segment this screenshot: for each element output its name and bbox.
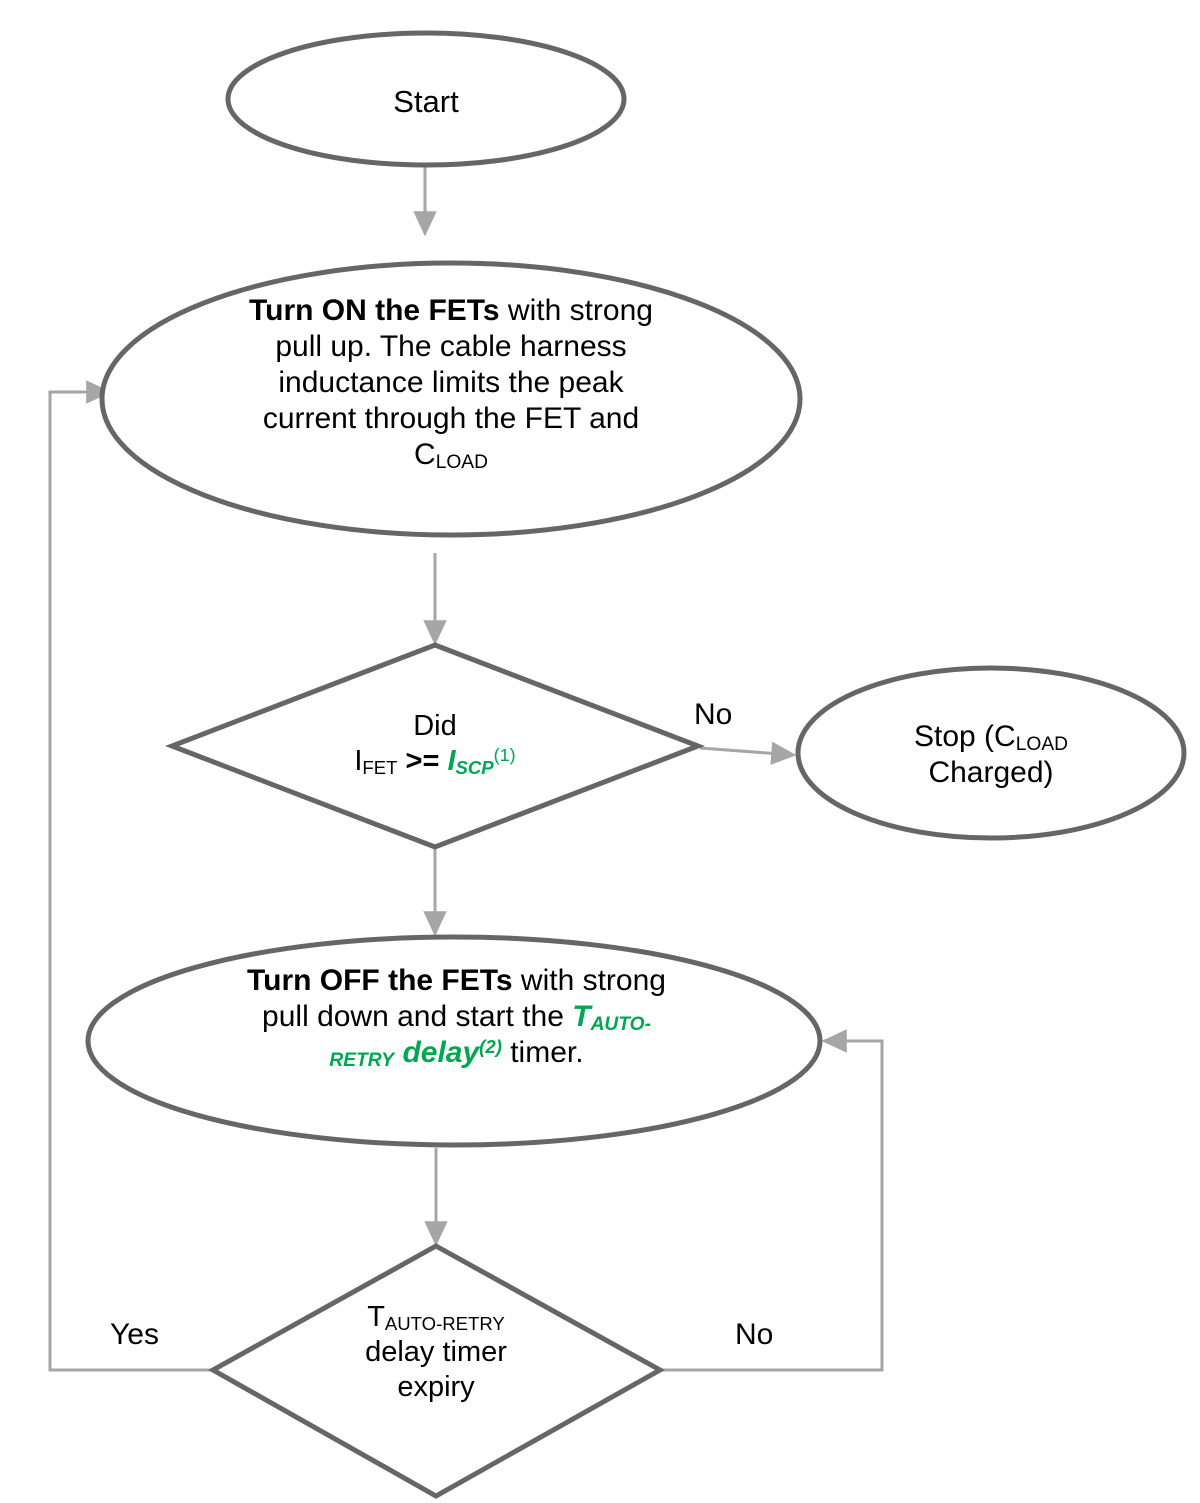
edge-decision-iscp-to-stop (699, 741, 797, 765)
edge-label-no-top: No (694, 698, 733, 731)
edge-decision-timer-no-to-turn-off (661, 1029, 884, 1372)
node-turn-off-shape[interactable] (85, 934, 823, 1148)
node-decision-iscp-shape[interactable] (165, 642, 705, 850)
node-start-shape[interactable] (225, 30, 627, 168)
node-turn-on-shape[interactable] (99, 260, 803, 538)
edge-decision-timer-yes-to-turn-on (48, 380, 212, 1372)
node-decision-timer-shape[interactable] (207, 1243, 666, 1499)
edge-label-yes-bottom: Yes (110, 1318, 159, 1351)
edge-label-no-bottom: No (735, 1318, 774, 1351)
node-stop-shape[interactable] (795, 665, 1187, 841)
